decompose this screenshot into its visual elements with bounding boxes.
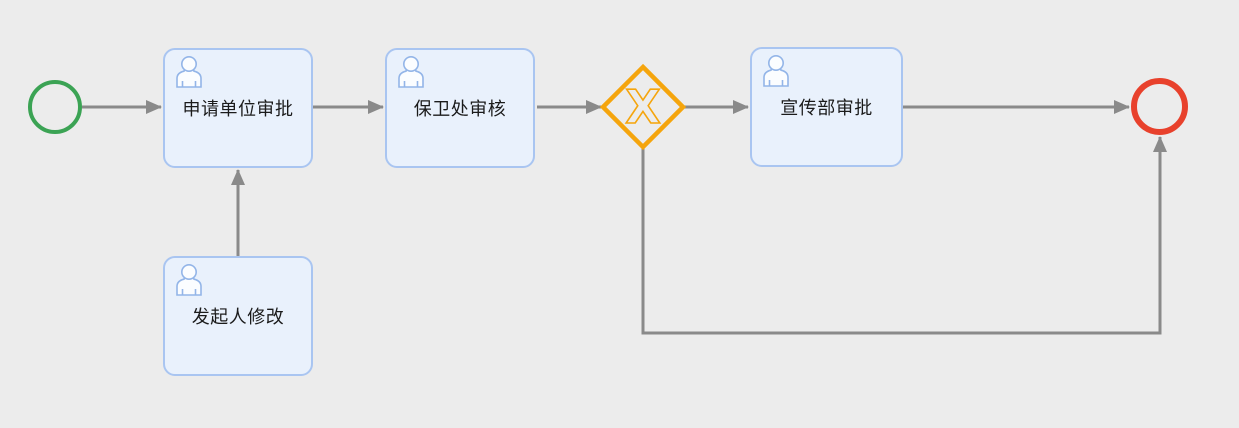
task-initiator-modify[interactable]: 发起人修改 [163,256,313,376]
flow-gateway-bypass-to-end [641,136,1167,335]
gateway-x-symbol: X [625,80,660,134]
task-publicity-dept-approval[interactable]: 宣传部审批 [750,47,903,167]
end-event[interactable] [1131,78,1188,135]
user-icon [763,55,789,87]
task-label: 发起人修改 [191,307,285,327]
task-security-office-review[interactable]: 保卫处审核 [385,48,535,168]
exclusive-gateway[interactable]: X [599,63,687,151]
task-label: 保卫处审核 [413,99,507,119]
user-icon [176,264,202,296]
task-label: 申请单位审批 [182,99,294,119]
task-apply-unit-approval[interactable]: 申请单位审批 [163,48,313,168]
start-event[interactable] [28,80,82,134]
user-icon [176,56,202,88]
gateway-diamond[interactable] [599,63,687,151]
task-label: 宣传部审批 [780,98,873,118]
user-icon [398,56,424,88]
